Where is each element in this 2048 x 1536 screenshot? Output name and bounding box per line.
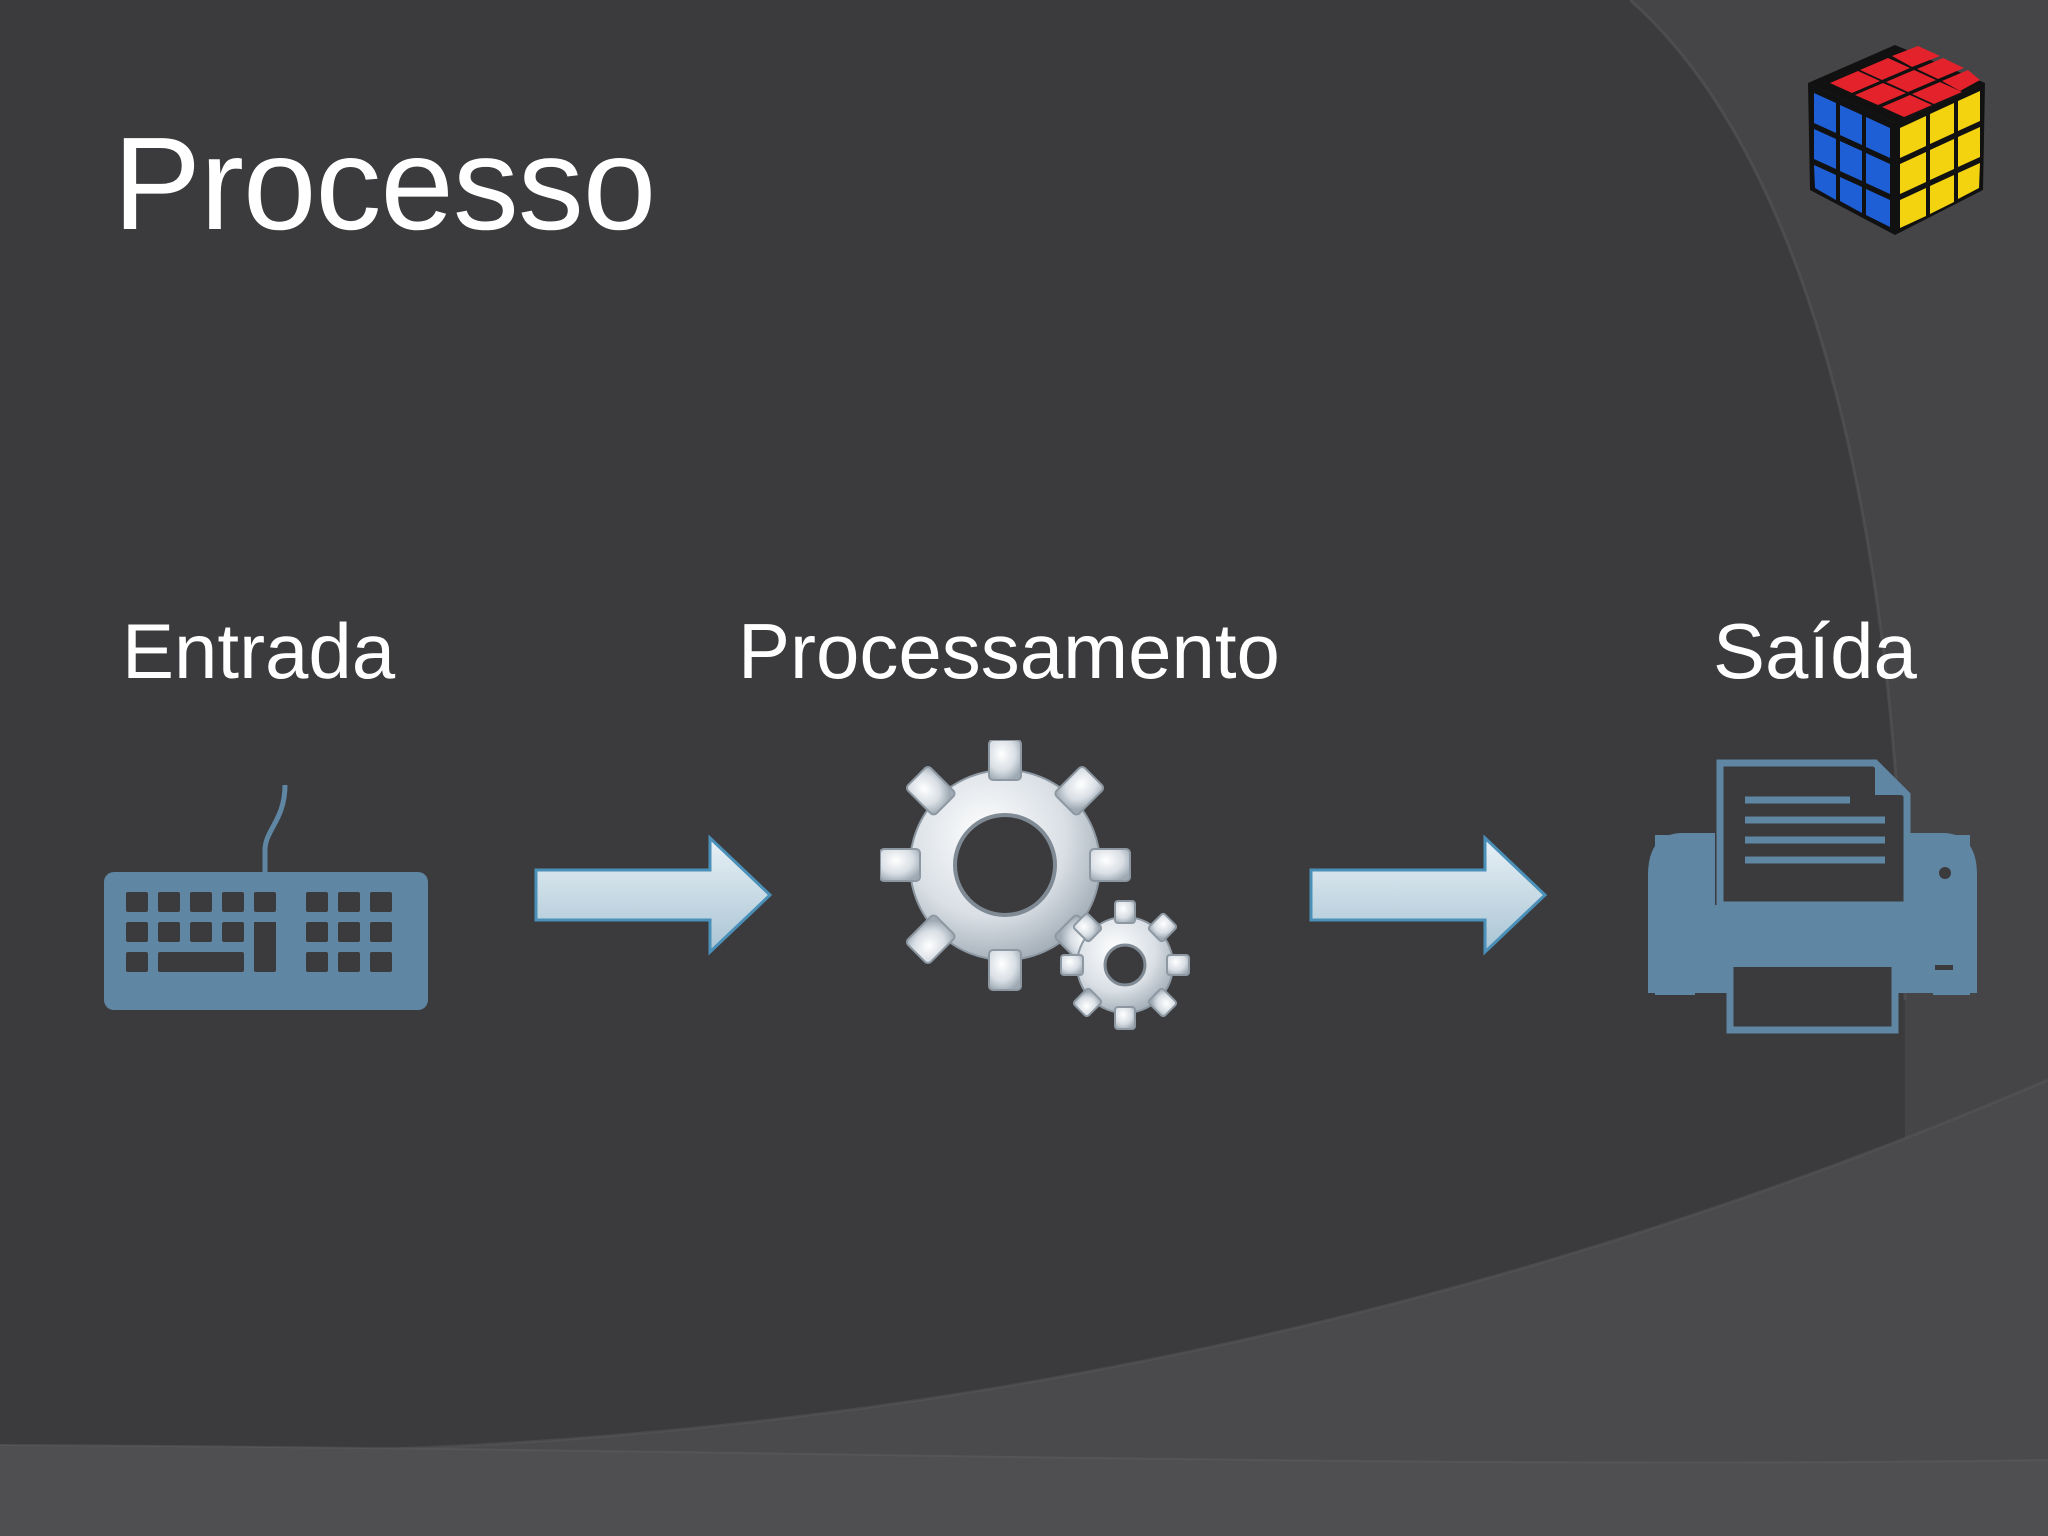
arrow-right-icon [534, 834, 773, 956]
step-label-entrada: Entrada [122, 607, 396, 695]
gears-icon [880, 740, 1190, 1030]
step-label-processamento: Processamento [738, 607, 1280, 695]
keyboard-icon [104, 784, 428, 1010]
rubik-cube-icon [1808, 45, 1985, 235]
step-label-saida: Saída [1713, 607, 1917, 695]
arrow-right-icon [1309, 834, 1548, 956]
slide-title: Processo [113, 110, 656, 257]
printer-icon [1648, 759, 1977, 1034]
